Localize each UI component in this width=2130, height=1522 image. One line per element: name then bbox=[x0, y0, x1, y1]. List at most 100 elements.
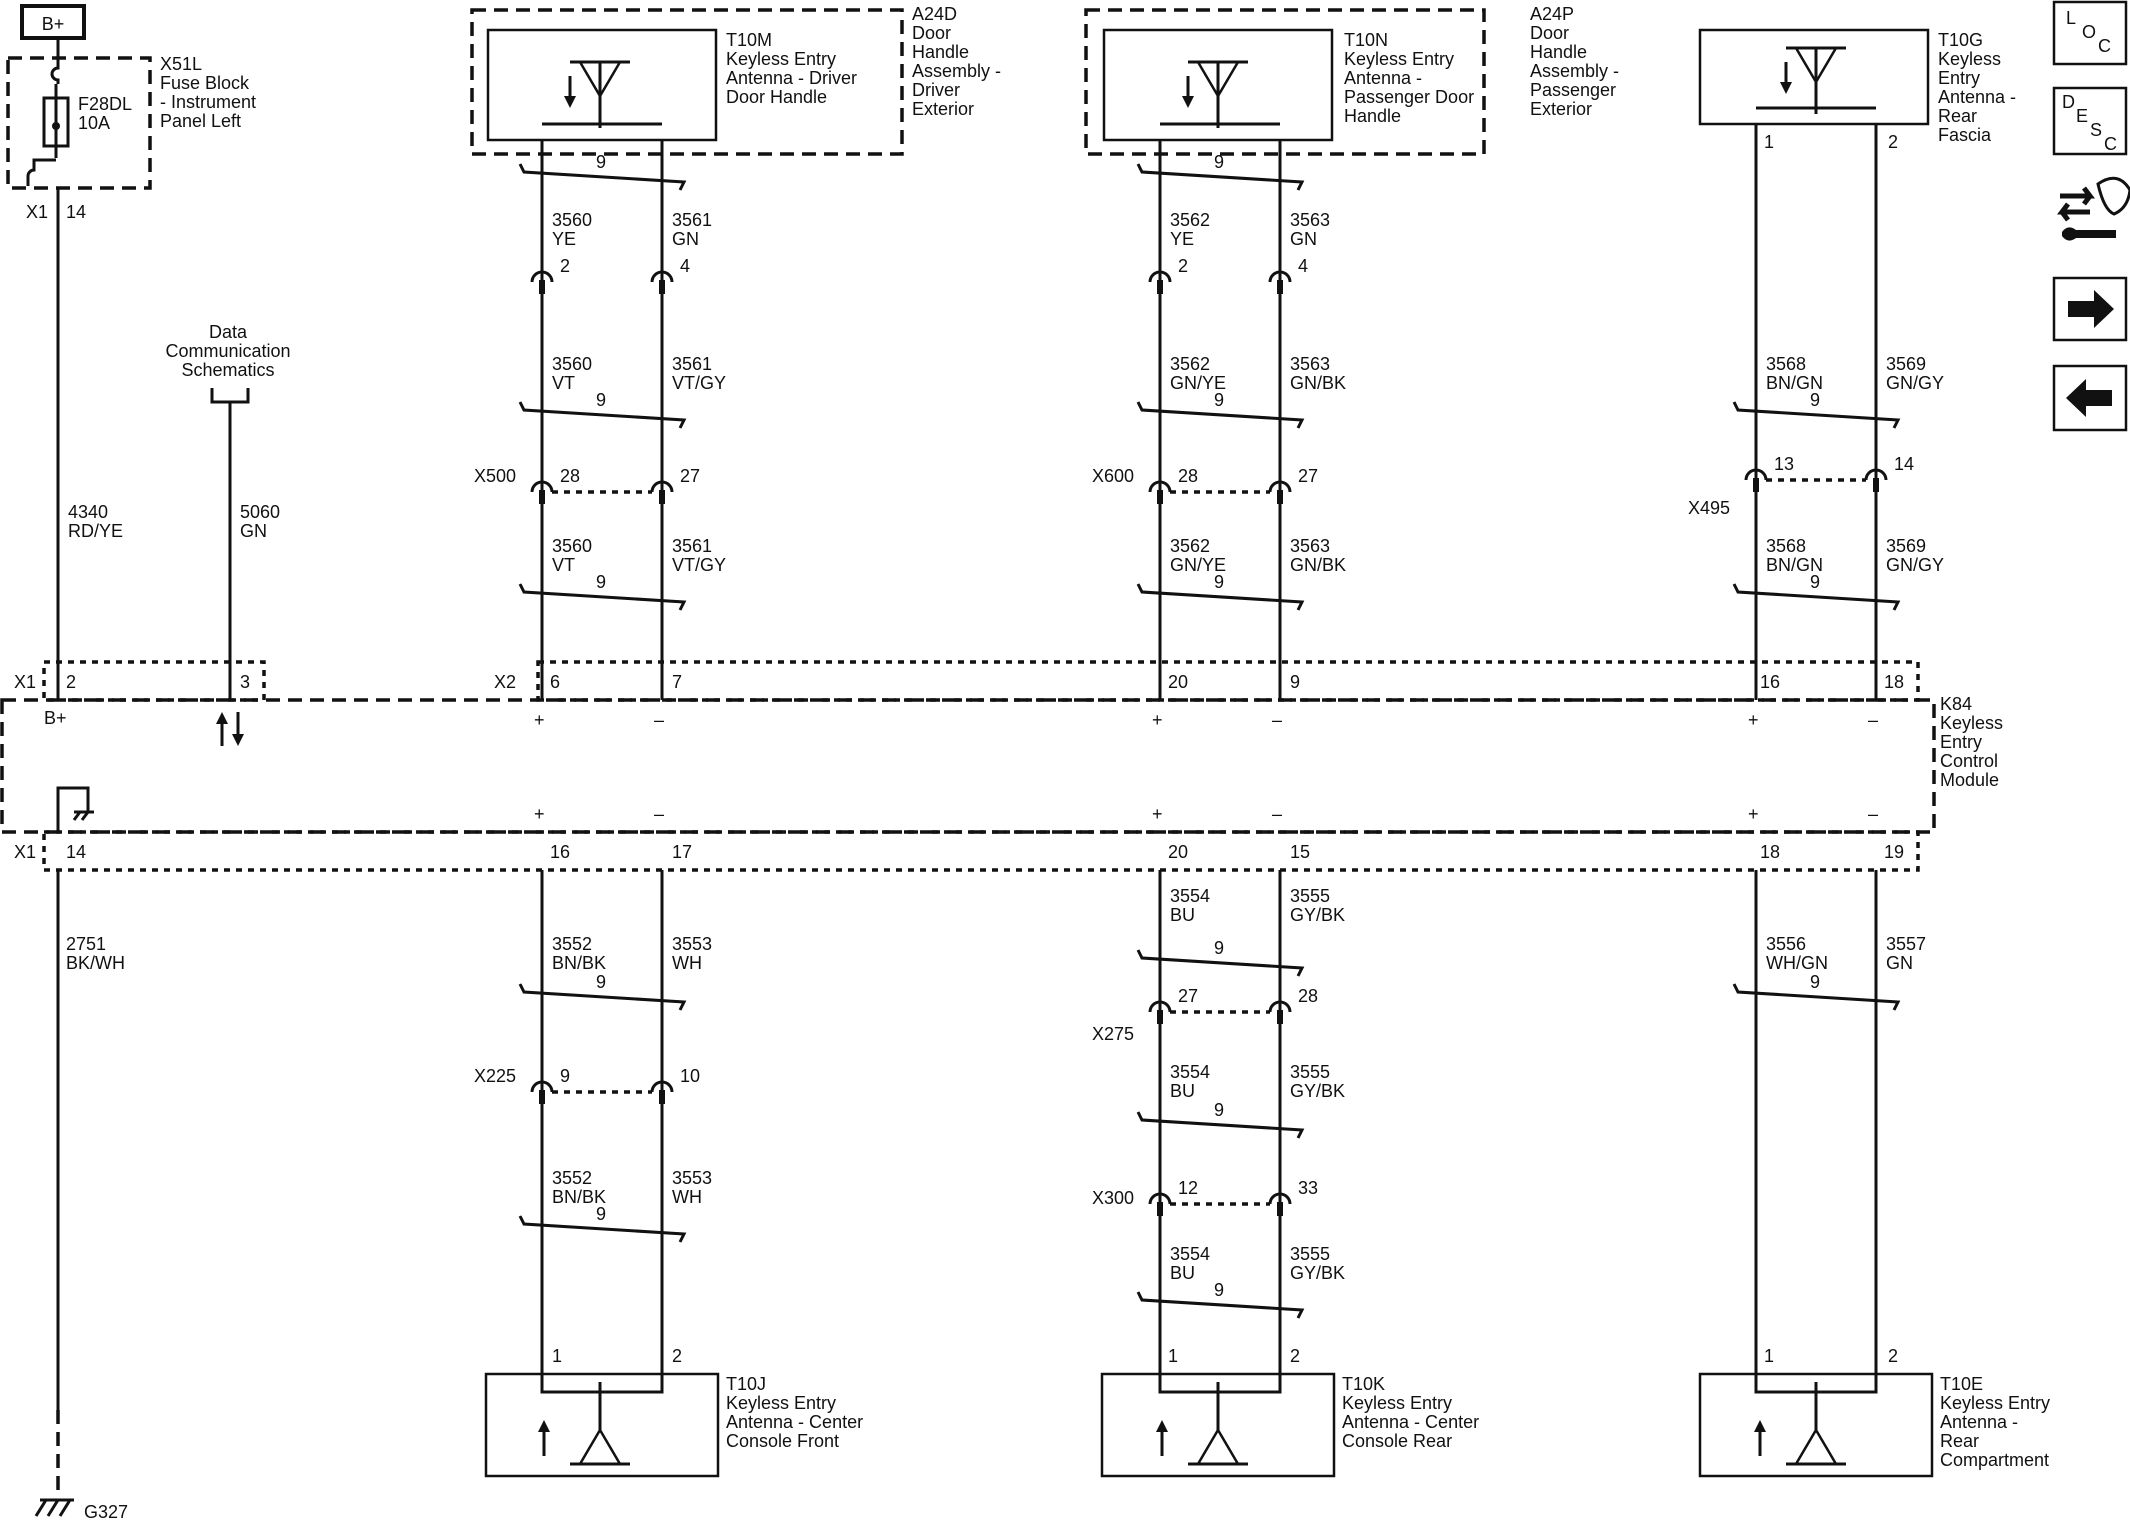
connector-x600: X600 bbox=[1092, 466, 1134, 486]
connector-pin bbox=[1157, 490, 1163, 504]
fuse-rating: 10A bbox=[78, 113, 110, 133]
connector-pin bbox=[539, 280, 545, 294]
location-button[interactable]: L O C bbox=[2052, 0, 2128, 66]
wire-2751-circuit: 2751 bbox=[66, 934, 106, 954]
pass-low-left-circuit: 3562 bbox=[1170, 536, 1210, 556]
t10g-desc-1: Keyless bbox=[1938, 49, 2001, 69]
twist-label: 9 bbox=[1214, 938, 1224, 958]
wire-2751-color: BK/WH bbox=[66, 953, 125, 973]
connector-pin bbox=[1157, 280, 1163, 294]
polarity-minus: – bbox=[1868, 710, 1878, 730]
connector-terminal bbox=[1268, 270, 1292, 283]
t10g-desc-4: Rear bbox=[1938, 106, 1977, 126]
t10e-pin-2: 2 bbox=[1888, 1346, 1898, 1366]
pass-low-left-color: GN/YE bbox=[1170, 555, 1226, 575]
console-b-right-circuit: 3555 bbox=[1290, 1062, 1330, 1082]
t10n-desc-1: Keyless Entry bbox=[1344, 49, 1454, 69]
a24p-line-3: Assembly - bbox=[1530, 61, 1619, 81]
twist-label: 9 bbox=[596, 1204, 606, 1224]
keyless-entry-control-module: X1 X2 X1 B+ K84 Keyless Entry Control Mo… bbox=[0, 660, 2003, 872]
pin-x2-20: 20 bbox=[1168, 672, 1188, 692]
polarity-minus: – bbox=[654, 710, 664, 730]
connector-terminal bbox=[1148, 270, 1172, 283]
polarity-plus: + bbox=[1152, 804, 1163, 824]
t10k-desc-2: Antenna - Center bbox=[1342, 1412, 1479, 1432]
polarity-minus: – bbox=[1868, 804, 1878, 824]
a24d-line-1: Door bbox=[912, 23, 951, 43]
module-name-3: Control bbox=[1940, 751, 1998, 771]
pin-bot-17: 17 bbox=[672, 842, 692, 862]
console-a-right-color: GY/BK bbox=[1290, 905, 1345, 925]
connector-pin bbox=[659, 490, 665, 504]
twist-label: 9 bbox=[1810, 972, 1820, 992]
pin-bot-19: 19 bbox=[1884, 842, 1904, 862]
console-b-right-color: GY/BK bbox=[1290, 1081, 1345, 1101]
twist-label: 9 bbox=[1214, 1280, 1224, 1300]
console-c-right-color: GY/BK bbox=[1290, 1263, 1345, 1283]
fuse-block-name-1: Fuse Block bbox=[160, 73, 250, 93]
pass-mid-left-color: GN/YE bbox=[1170, 373, 1226, 393]
pin-bot-16: 16 bbox=[550, 842, 570, 862]
pin-x2-16: 16 bbox=[1760, 672, 1780, 692]
rear-x495-pin-right: 14 bbox=[1894, 454, 1914, 474]
desc-letter-c: C bbox=[2104, 134, 2117, 154]
front-b-left-color: BN/BK bbox=[552, 1187, 606, 1207]
pin-x2-9: 9 bbox=[1290, 672, 1300, 692]
connector-x275: X275 bbox=[1092, 1024, 1134, 1044]
twist-label: 9 bbox=[1214, 152, 1224, 172]
connector-pin bbox=[1873, 478, 1879, 492]
twisted-pair-marker bbox=[518, 1215, 687, 1243]
a24d-line-2: Handle bbox=[912, 42, 969, 62]
driver-b-pin-left: 28 bbox=[560, 466, 580, 486]
next-page-button[interactable] bbox=[2052, 276, 2128, 342]
t10j-desc-2: Antenna - Center bbox=[726, 1412, 863, 1432]
pass-b-pin-right: 27 bbox=[1298, 466, 1318, 486]
driver-low-right-color: VT/GY bbox=[672, 555, 726, 575]
pass-mid-right-color: GN/BK bbox=[1290, 373, 1346, 393]
fuse-block-id: X51L bbox=[160, 54, 202, 74]
t10e-id: T10E bbox=[1940, 1374, 1983, 1394]
description-button[interactable]: D E S C bbox=[2052, 86, 2128, 156]
front-a-left-color: BN/BK bbox=[552, 953, 606, 973]
console-c-left-color: BU bbox=[1170, 1263, 1195, 1283]
module-name-4: Module bbox=[1940, 770, 1999, 790]
polarity-plus: + bbox=[1748, 710, 1759, 730]
twisted-pair-marker bbox=[518, 401, 687, 429]
rearcomp-right-color: GN bbox=[1886, 953, 1913, 973]
rearcomp-right-circuit: 3557 bbox=[1886, 934, 1926, 954]
connector-terminal bbox=[650, 270, 674, 283]
desc-letter-d: D bbox=[2062, 92, 2075, 112]
driver-mid-left-circuit: 3560 bbox=[552, 354, 592, 374]
connector-terminal bbox=[1864, 468, 1888, 481]
rear-mid-right-circuit: 3569 bbox=[1886, 354, 1926, 374]
t10e-desc-4: Compartment bbox=[1940, 1450, 2049, 1470]
connector-terminal bbox=[1148, 1000, 1172, 1013]
twist-label: 9 bbox=[1214, 390, 1224, 410]
pin-bot-15: 15 bbox=[1290, 842, 1310, 862]
twist-label: 9 bbox=[596, 390, 606, 410]
previous-page-button[interactable] bbox=[2052, 364, 2128, 432]
rear-low-right-color: GN/GY bbox=[1886, 555, 1944, 575]
t10e-desc-3: Rear bbox=[1940, 1431, 1979, 1451]
twist-label: 9 bbox=[1810, 390, 1820, 410]
pin-x1-2: 2 bbox=[66, 672, 76, 692]
t10k-id: T10K bbox=[1342, 1374, 1385, 1394]
twisted-pair-marker bbox=[518, 983, 687, 1011]
module-bplus: B+ bbox=[44, 708, 67, 728]
t10m-desc-1: Keyless Entry bbox=[726, 49, 836, 69]
front-b-left-circuit: 3552 bbox=[552, 1168, 592, 1188]
module-id: K84 bbox=[1940, 694, 1972, 714]
connector-x225: X225 bbox=[474, 1066, 516, 1086]
connector-tool-icon[interactable] bbox=[2057, 176, 2130, 241]
twisted-pair-marker bbox=[1136, 401, 1305, 429]
pass-upper-right-circuit: 3563 bbox=[1290, 210, 1330, 230]
t10n-desc-2: Antenna - bbox=[1344, 68, 1422, 88]
pass-low-right-circuit: 3563 bbox=[1290, 536, 1330, 556]
connector-x495: X495 bbox=[1688, 498, 1730, 518]
wire-5060-color: GN bbox=[240, 521, 267, 541]
ground-label: G327 bbox=[84, 1502, 128, 1522]
console-c-right-circuit: 3555 bbox=[1290, 1244, 1330, 1264]
console-b-left-color: BU bbox=[1170, 1081, 1195, 1101]
driver-low-left-color: VT bbox=[552, 555, 575, 575]
